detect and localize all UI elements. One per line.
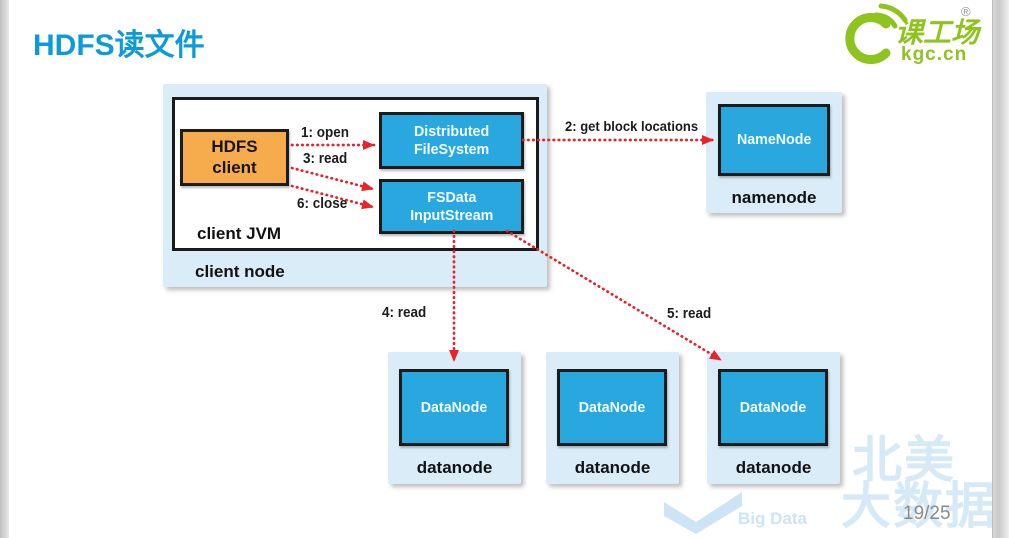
hdfs-client-label-line1: HDFS [211,137,258,157]
client-jvm-label: client JVM [197,224,282,243]
kgc-logo: 课工场 kgc.cn ® [843,2,993,65]
dfs-label-line2: FileSystem [413,140,490,158]
distributed-filesystem-box: Distributed FileSystem [379,112,524,169]
hdfs-client-label-line2: client [212,157,257,177]
arrow-label-open: 1: open [301,125,349,141]
arrow-label-read4: 4: read [382,305,427,321]
datanode-box-2-label: DataNode [578,398,646,416]
dfs-label-line1: Distributed [413,122,490,140]
right-page-margin [992,0,1009,538]
kgc-logo-icon: 课工场 kgc.cn ® [845,3,982,65]
watermark-line1: 北美 [852,432,956,488]
datanode-box-2: DataNode [557,369,667,446]
namenode-label: namenode [731,188,817,207]
page-number: 19/25 [903,503,951,524]
logo-signal-arc-2-icon [878,3,908,23]
arrow-label-close6: 6: close [297,196,348,212]
datanode-container-3: DataNode datanode [707,352,840,484]
datanode-box-1: DataNode [399,369,509,446]
registered-trademark-icon: ® [961,4,971,19]
datanode-label-2: datanode [574,458,651,477]
watermark-bigdata-text: Big Data [738,509,807,528]
logo-brand-text: 课工场 [895,17,982,48]
namenode-container: NameNode namenode [706,92,842,213]
datanode-container-2: DataNode datanode [546,352,679,484]
datanode-box-3-label: DataNode [739,398,807,416]
arrow-label-read3: 3: read [303,151,348,167]
datanode-label-3: datanode [735,458,812,477]
logo-signal-arc-1-icon [873,12,898,29]
page-title: HDFS读文件 [33,29,205,62]
datanode-label-1: datanode [416,458,493,477]
datanode-container-1: DataNode datanode [388,352,521,484]
client-node-label: client node [195,262,285,281]
fsdata-inputstream-box: FSData InputStream [379,179,524,234]
watermark-check-icon [664,492,742,534]
datanode-box-1-label: DataNode [420,398,488,416]
fsdata-label-line1: FSData [426,188,477,206]
watermark-line2: 大数据 [841,478,997,534]
arrow-label-get-block-locations: 2: get block locations [565,118,699,134]
namenode-box-label: NameNode [736,131,812,149]
namenode-box: NameNode [718,104,830,176]
logo-c-icon [845,13,891,64]
hdfs-client-box: HDFS client [180,129,289,186]
arrow-label-read5: 5: read [667,306,712,322]
left-page-margin [0,0,9,538]
datanode-box-3: DataNode [718,369,828,446]
logo-domain-text: kgc.cn [901,44,967,64]
fsdata-label-line2: InputStream [409,206,494,224]
